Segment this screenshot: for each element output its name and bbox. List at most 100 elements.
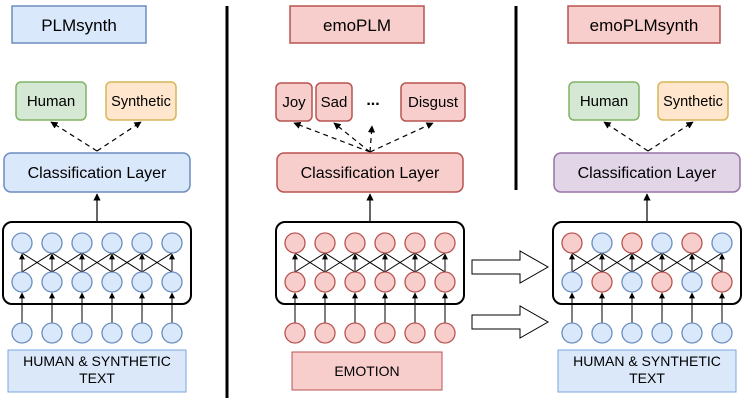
emoplmsynth-network-node — [561, 232, 583, 254]
emoplm-network-node — [284, 232, 306, 254]
emoplmsynth-network-node — [591, 322, 613, 344]
emoplmsynth-network-node — [591, 232, 613, 254]
plmsynth-output-synthetic — [105, 81, 177, 121]
emoplm-output-sad — [315, 82, 353, 122]
emoplmsynth-input-line2: TEXT — [629, 370, 665, 386]
emoplm-network-node — [374, 271, 396, 293]
plmsynth-classification-label: Classification Layer — [28, 165, 167, 182]
emoplm-network-node — [284, 322, 306, 344]
emoplm-network-node — [374, 322, 396, 344]
emoplmsynth-network-node — [621, 271, 643, 293]
plmsynth-network-node — [11, 232, 33, 254]
emoplmsynth-output-synthetic-label: Synthetic — [663, 94, 723, 110]
emoplm-network-node — [344, 322, 366, 344]
emoplm-network-node — [404, 271, 426, 293]
plmsynth-network-node — [131, 271, 153, 293]
emoplm-network-node — [374, 232, 396, 254]
plmsynth-output-human-label: Human — [27, 93, 75, 110]
plmsynth-input-box — [7, 349, 187, 393]
emoplmsynth-network-node — [681, 322, 703, 344]
plmsynth-network-node — [71, 322, 93, 344]
emoplmsynth-input-box — [557, 349, 737, 393]
emoplm-title-box — [289, 5, 425, 44]
plmsynth-dashed-arrow-synthetic — [96, 121, 142, 152]
emoplmsynth-network-node — [711, 271, 733, 293]
emoplm-network-connection — [324, 252, 356, 273]
emoplm-network-node — [404, 232, 426, 254]
transfer-arrow-upper — [471, 250, 550, 284]
emoplmsynth-network-node — [621, 322, 643, 344]
emoplmsynth-network-node — [621, 232, 643, 254]
plmsynth-network-connection — [21, 252, 53, 273]
plmsynth-title-box — [11, 5, 147, 44]
emoplm-input-box — [291, 351, 443, 391]
emoplmsynth-network-node — [651, 322, 673, 344]
emoplm-input-label: EMOTION — [334, 363, 399, 379]
plmsynth-network-node — [71, 271, 93, 293]
emoplm-output-ellipsis: ... — [366, 92, 379, 109]
emoplmsynth-output-human — [568, 81, 640, 121]
plmsynth-network-connection — [141, 252, 173, 273]
emoplmsynth-network-connection — [661, 252, 693, 273]
emoplm-output-disgust-label: Disgust — [408, 94, 459, 111]
plmsynth-input-line2: TEXT — [79, 370, 115, 386]
plmsynth-network-connection — [111, 252, 143, 273]
emoplm-network-node — [404, 322, 426, 344]
emoplmsynth-dashed-arrow-synthetic — [647, 121, 694, 152]
emoplmsynth-network-node — [561, 271, 583, 293]
emoplmsynth-classification-layer — [553, 152, 741, 193]
emoplmsynth-network-node — [681, 232, 703, 254]
emoplm-classification-layer — [276, 152, 464, 193]
emoplm-network-connection — [414, 252, 446, 273]
emoplmsynth-output-human-label: Human — [580, 93, 628, 110]
emoplm-network-node — [314, 322, 336, 344]
emoplm-output-joy — [275, 82, 313, 122]
emoplm-dashed-arrow-sad — [333, 122, 371, 153]
emoplm-network-node — [344, 271, 366, 293]
plmsynth-network-node — [41, 271, 63, 293]
emoplmsynth-network-node — [681, 271, 703, 293]
transfer-arrow-lower — [471, 305, 550, 339]
emoplm-classification-label: Classification Layer — [301, 165, 440, 182]
emoplm-network-connection — [384, 252, 416, 273]
plmsynth-network-node — [161, 232, 183, 254]
emoplmsynth-classification-label: Classification Layer — [578, 165, 717, 182]
plmsynth-network-node — [101, 271, 123, 293]
plmsynth-network-node — [11, 322, 33, 344]
emoplmsynth-network-node — [711, 232, 733, 254]
plmsynth-network-node — [11, 271, 33, 293]
emoplmsynth-title: emoPLMsynth — [590, 16, 699, 35]
plmsynth-input-line1: HUMAN & SYNTHETIC — [23, 353, 171, 369]
emoplm-dashed-arrow-joy — [293, 121, 371, 153]
plmsynth-network-node — [101, 232, 123, 254]
emoplmsynth-network-connection — [571, 252, 603, 273]
emoplmsynth-network-node — [651, 232, 673, 254]
emoplm-output-disgust — [400, 82, 466, 122]
emoplm-output-joy-label: Joy — [282, 94, 306, 111]
emoplm-encoder-box — [275, 221, 465, 305]
emoplmsynth-title-box — [567, 5, 721, 44]
plmsynth-encoder-box — [2, 221, 192, 305]
emoplm-title: emoPLM — [323, 16, 391, 35]
plmsynth-network-node — [41, 232, 63, 254]
emoplmsynth-dashed-arrow-human — [603, 121, 649, 152]
panel-emoplm: emoPLM Joy Sad ... Disgust Classificatio… — [275, 5, 466, 391]
emoplmsynth-network-node — [591, 271, 613, 293]
emoplmsynth-network-node — [651, 271, 673, 293]
emoplmsynth-encoder-box — [552, 221, 742, 305]
plmsynth-network-connection — [51, 252, 83, 273]
plmsynth-network-connection — [81, 252, 113, 273]
plmsynth-network-node — [161, 271, 183, 293]
plmsynth-output-synthetic-label: Synthetic — [111, 94, 171, 110]
plmsynth-network-node — [71, 232, 93, 254]
plmsynth-network-node — [41, 322, 63, 344]
emoplm-network-connection — [294, 252, 326, 273]
plmsynth-output-human — [15, 81, 87, 121]
emoplm-dashed-arrow-ellipsis — [367, 125, 376, 153]
emoplmsynth-input-line1: HUMAN & SYNTHETIC — [573, 353, 721, 369]
emoplmsynth-network-node — [711, 322, 733, 344]
emoplm-network-node — [344, 232, 366, 254]
